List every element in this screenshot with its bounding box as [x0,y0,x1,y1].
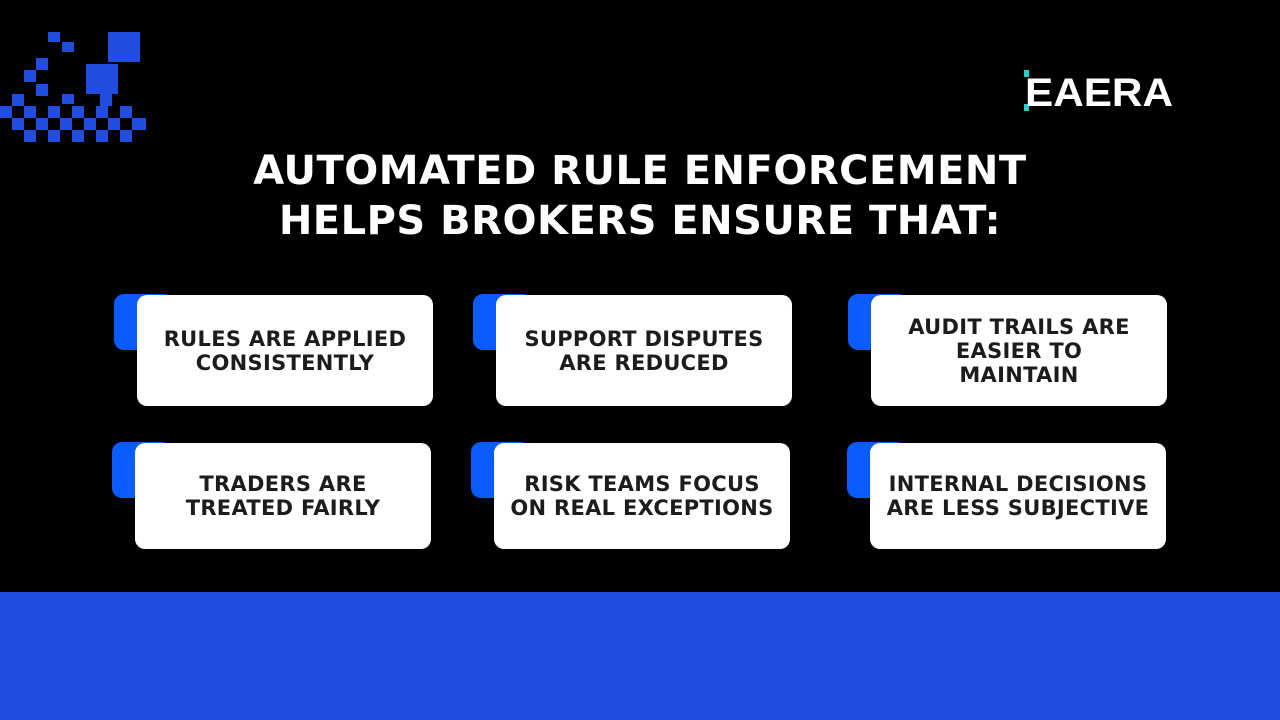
pixel-square [48,32,60,42]
card-text: RULES ARE APPLIED CONSISTENTLY [163,326,407,375]
pixel-square [100,94,112,106]
page-title: AUTOMATED RULE ENFORCEMENT HELPS BROKERS… [140,146,1140,246]
logo-teal-mark-bottom [1024,104,1029,111]
pixel-square [48,106,60,118]
pixel-square [96,130,108,142]
pixel-square [62,42,74,52]
card-body: SUPPORT DISPUTES ARE REDUCED [496,295,792,406]
pixel-square [48,130,60,142]
pixel-square [24,106,36,118]
card-text: AUDIT TRAILS ARE EASIER TO MAINTAIN [908,314,1130,387]
page-title-line-1: AUTOMATED RULE ENFORCEMENT [253,148,1027,194]
card-text: SUPPORT DISPUTES ARE REDUCED [524,326,764,375]
pixel-square [108,118,120,130]
pixel-square [120,130,132,142]
logo-teal-mark-top [1024,70,1029,77]
pixel-square [72,130,84,142]
page-title-line-2: HELPS BROKERS ENSURE THAT: [278,198,1002,244]
card-body: AUDIT TRAILS ARE EASIER TO MAINTAIN [871,295,1167,406]
card-body: INTERNAL DECISIONS ARE LESS SUBJECTIVE [870,443,1166,549]
pixel-square [84,118,96,130]
pixel-square [132,118,146,130]
pixel-square [108,32,140,62]
pixel-square [24,130,36,142]
logo-text: EAERA [1025,71,1173,115]
pixel-square [36,84,48,96]
pixel-square [12,94,24,106]
bottom-band [0,592,1280,720]
card-text: RISK TEAMS FOCUS ON REAL EXCEPTIONS [510,472,774,520]
card-body: RISK TEAMS FOCUS ON REAL EXCEPTIONS [494,443,790,549]
pixel-square [86,64,118,94]
pixel-square [36,118,48,130]
pixel-square [24,70,36,82]
card-body: TRADERS ARE TREATED FAIRLY [135,443,431,549]
card-text: INTERNAL DECISIONS ARE LESS SUBJECTIVE [886,472,1150,520]
eaera-logo: EAERA [1024,70,1173,115]
pixel-square [36,58,48,70]
pixel-square [12,118,24,130]
pixel-square [62,94,74,104]
pixel-square [72,106,84,118]
pixel-square [120,106,132,118]
card-body: RULES ARE APPLIED CONSISTENTLY [137,295,433,406]
card-text: TRADERS ARE TREATED FAIRLY [185,472,381,520]
pixel-square [60,118,72,130]
pixel-mosaic-icon [0,32,146,142]
pixel-square [96,106,108,118]
pixel-square [0,106,12,118]
